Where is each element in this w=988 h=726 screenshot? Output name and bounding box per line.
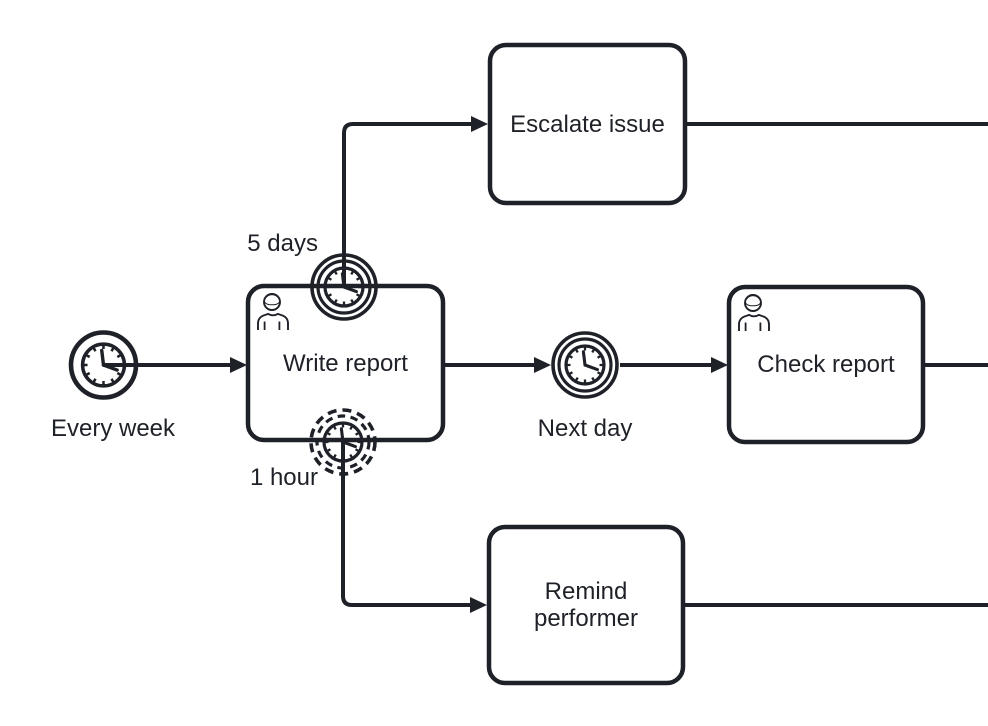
flow-5days-to-escalate-issue[interactable] xyxy=(342,116,488,287)
event-label-5-days: 5 days xyxy=(247,229,318,257)
event-label-1-hour: 1 hour xyxy=(249,463,318,491)
arrowhead xyxy=(711,357,728,373)
arrowhead xyxy=(471,116,488,132)
task-escalate-issue[interactable] xyxy=(487,42,688,206)
task-remind-performer[interactable] xyxy=(486,524,686,686)
arrowhead xyxy=(230,357,247,373)
flow-next-day-to-check-report[interactable] xyxy=(620,357,728,373)
intermediate-event-next-day[interactable] xyxy=(551,331,619,399)
event-label-next-day: Next day xyxy=(537,414,633,442)
start-event-every-week[interactable] xyxy=(68,330,139,400)
flow-1hour-to-remind-performer[interactable] xyxy=(341,442,487,613)
task-label-line2: performer xyxy=(533,605,639,632)
clock-icon xyxy=(564,344,606,386)
boundary-event-5-days[interactable] xyxy=(310,253,378,321)
event-label-every-week: Every week xyxy=(50,414,176,442)
flow-write-report-to-next-day[interactable] xyxy=(445,357,551,373)
task-label-line1: Remind xyxy=(544,578,628,605)
arrowhead xyxy=(534,357,551,373)
task-label-check-report: Check report xyxy=(757,351,895,378)
task-label-escalate-issue: Escalate issue xyxy=(510,110,665,138)
task-label-write-report: Write report xyxy=(283,349,408,377)
task-check-report[interactable] xyxy=(726,284,926,445)
arrowhead xyxy=(470,597,487,613)
boundary-event-1-hour[interactable] xyxy=(309,408,377,476)
